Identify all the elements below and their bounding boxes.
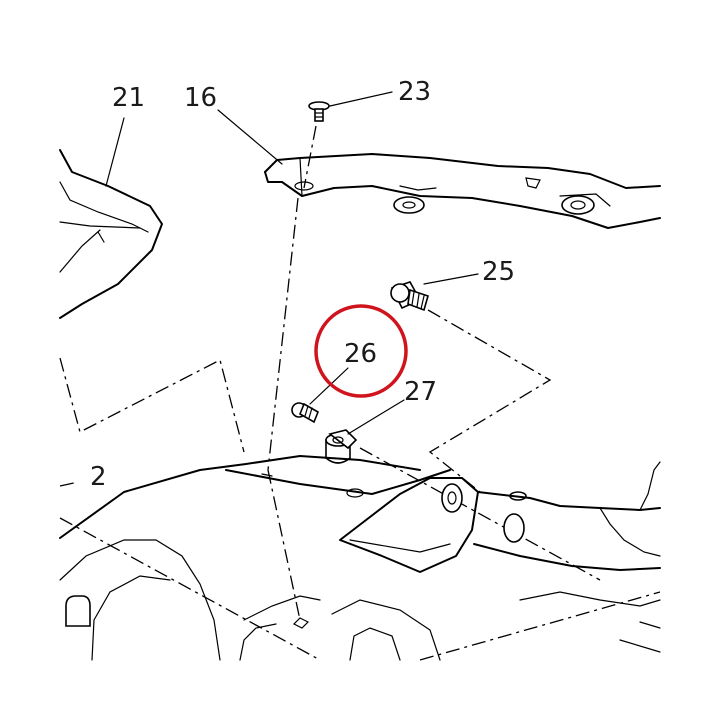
bolt-26 (291, 402, 320, 424)
callout-23: 23 (398, 77, 431, 107)
leader-lines (105, 91, 479, 435)
callout-16: 16 (184, 83, 217, 113)
leader-21 (105, 117, 125, 187)
callout-27: 27 (404, 377, 437, 407)
assembly-lines (59, 125, 661, 661)
bolt-25 (390, 281, 429, 312)
callout-2: 2 (90, 462, 107, 492)
highlight-circle (314, 304, 408, 398)
upper-bracket-16 (264, 153, 661, 229)
screw-23 (308, 101, 330, 122)
callout-21: 21 (112, 83, 145, 113)
callout-25: 25 (482, 257, 515, 287)
leader-16 (217, 109, 283, 165)
callout-26: 26 (344, 339, 377, 369)
leader-27 (347, 399, 405, 435)
side-panel-21 (59, 149, 163, 319)
leader-23 (329, 91, 393, 107)
leader-26 (309, 367, 349, 405)
leader-25 (423, 273, 479, 285)
lower-frame (59, 455, 661, 661)
